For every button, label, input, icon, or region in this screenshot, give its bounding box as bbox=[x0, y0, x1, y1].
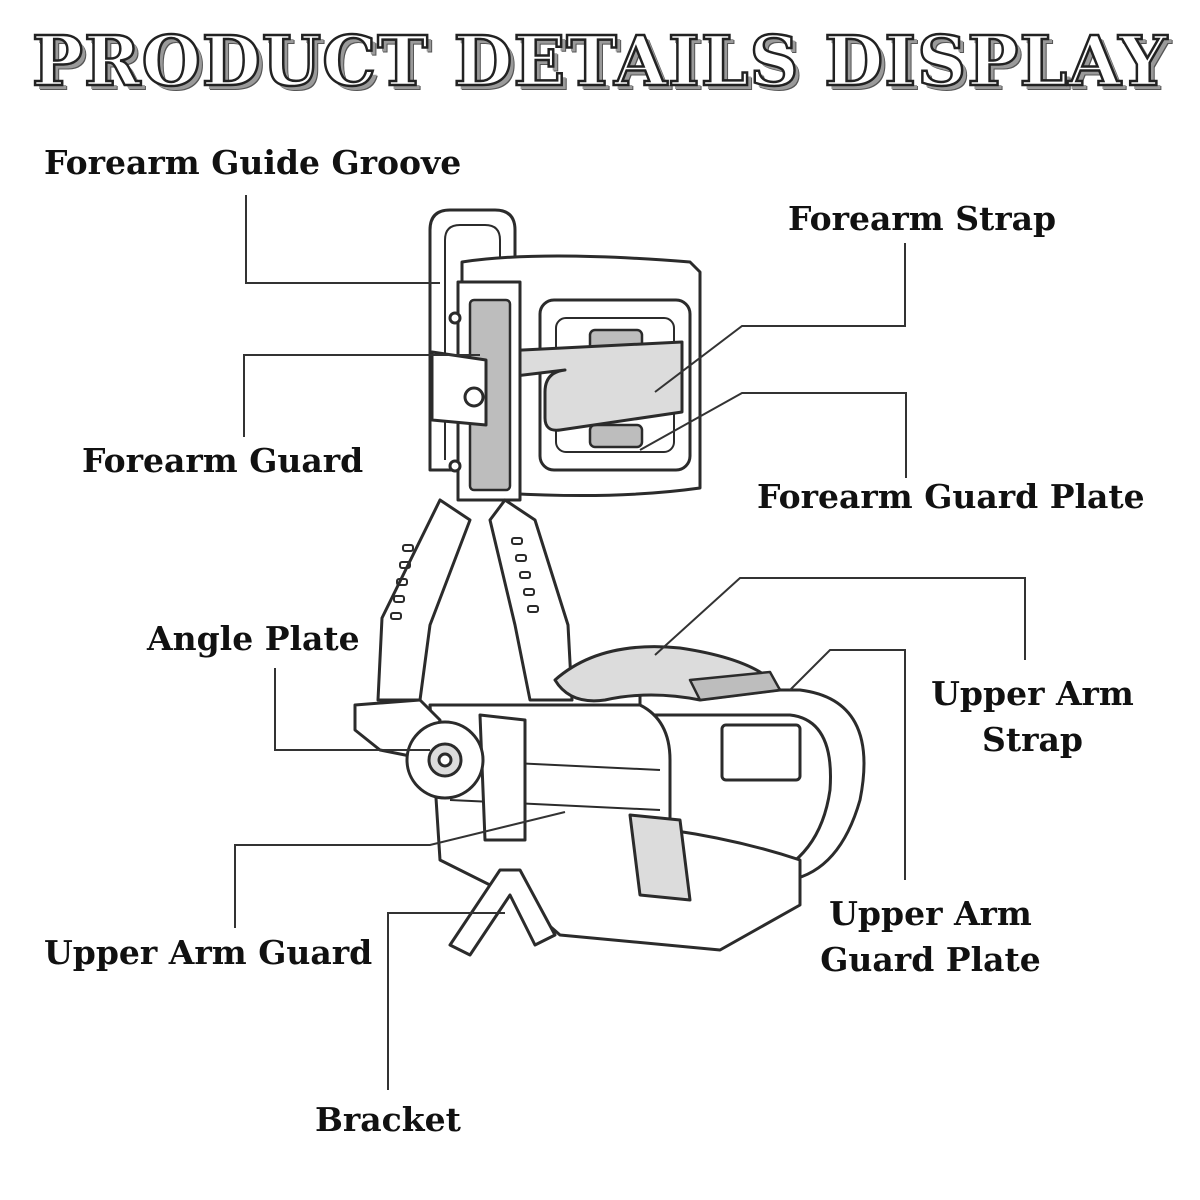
label-forearm-guard-plate: Forearm Guard Plate bbox=[757, 477, 1145, 516]
label-upper-arm-guard-plate-line2: Guard Plate bbox=[820, 940, 1041, 979]
leader-forearm-guard bbox=[243, 354, 480, 437]
leader-forearm-strap bbox=[654, 243, 906, 393]
label-bracket: Bracket bbox=[315, 1100, 461, 1139]
label-upper-arm-guard: Upper Arm Guard bbox=[44, 933, 373, 972]
label-forearm-guide-groove: Forearm Guide Groove bbox=[44, 143, 462, 182]
label-upper-arm-strap: Upper Arm Strap bbox=[925, 671, 1140, 763]
leader-forearm-guard-plate bbox=[639, 392, 907, 478]
label-angle-plate: Angle Plate bbox=[147, 619, 360, 658]
label-upper-arm-guard-plate: Upper Arm Guard Plate bbox=[818, 891, 1043, 983]
leader-upper-arm-guard bbox=[234, 811, 566, 928]
label-upper-arm-strap-line2: Strap bbox=[982, 720, 1083, 759]
label-forearm-guard: Forearm Guard bbox=[82, 441, 364, 480]
leader-bracket bbox=[387, 912, 505, 1090]
label-upper-arm-guard-plate-line1: Upper Arm bbox=[829, 894, 1032, 933]
leader-upper-arm-strap bbox=[654, 577, 1026, 660]
bracket-shape bbox=[448, 868, 557, 957]
label-forearm-strap: Forearm Strap bbox=[788, 199, 1057, 238]
leader-angle-plate bbox=[274, 668, 430, 751]
leader-upper-arm-guard-plate bbox=[789, 649, 906, 880]
adjustment-holes bbox=[390, 537, 539, 620]
forearm-strap-shape bbox=[480, 340, 684, 432]
leader-forearm-guide-groove bbox=[245, 195, 440, 284]
label-upper-arm-strap-line1: Upper Arm bbox=[931, 674, 1134, 713]
page-title: PRODUCT DETAILS DISPLAY bbox=[31, 21, 1169, 104]
